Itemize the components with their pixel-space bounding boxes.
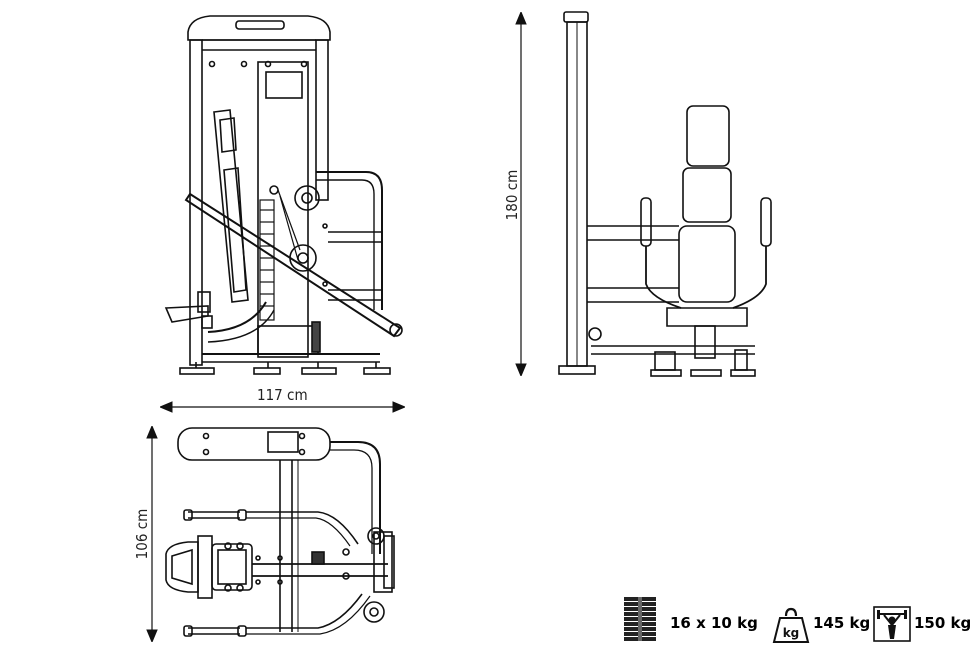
- height-dimension-arrow: [512, 12, 530, 376]
- machine-weight-value: 145 kg: [813, 614, 871, 632]
- kg-icon-text: kg: [783, 626, 800, 640]
- max-load-icon: [873, 606, 911, 642]
- depth-dimension-arrow: [143, 426, 161, 642]
- width-label: 117 cm: [257, 386, 308, 404]
- side-view-drawing: [150, 10, 410, 380]
- max-user-weight-value: 150 kg: [914, 614, 972, 632]
- top-view-drawing: [158, 424, 408, 644]
- depth-label: 106 cm: [133, 508, 151, 560]
- weight-plates-icon: [622, 597, 658, 643]
- height-label: 180 cm: [503, 169, 521, 221]
- weight-stack-value: 16 x 10 kg: [670, 614, 758, 632]
- width-dimension-arrow: [160, 398, 405, 416]
- front-view-drawing: [555, 8, 785, 378]
- kg-weight-icon: kg: [772, 606, 810, 644]
